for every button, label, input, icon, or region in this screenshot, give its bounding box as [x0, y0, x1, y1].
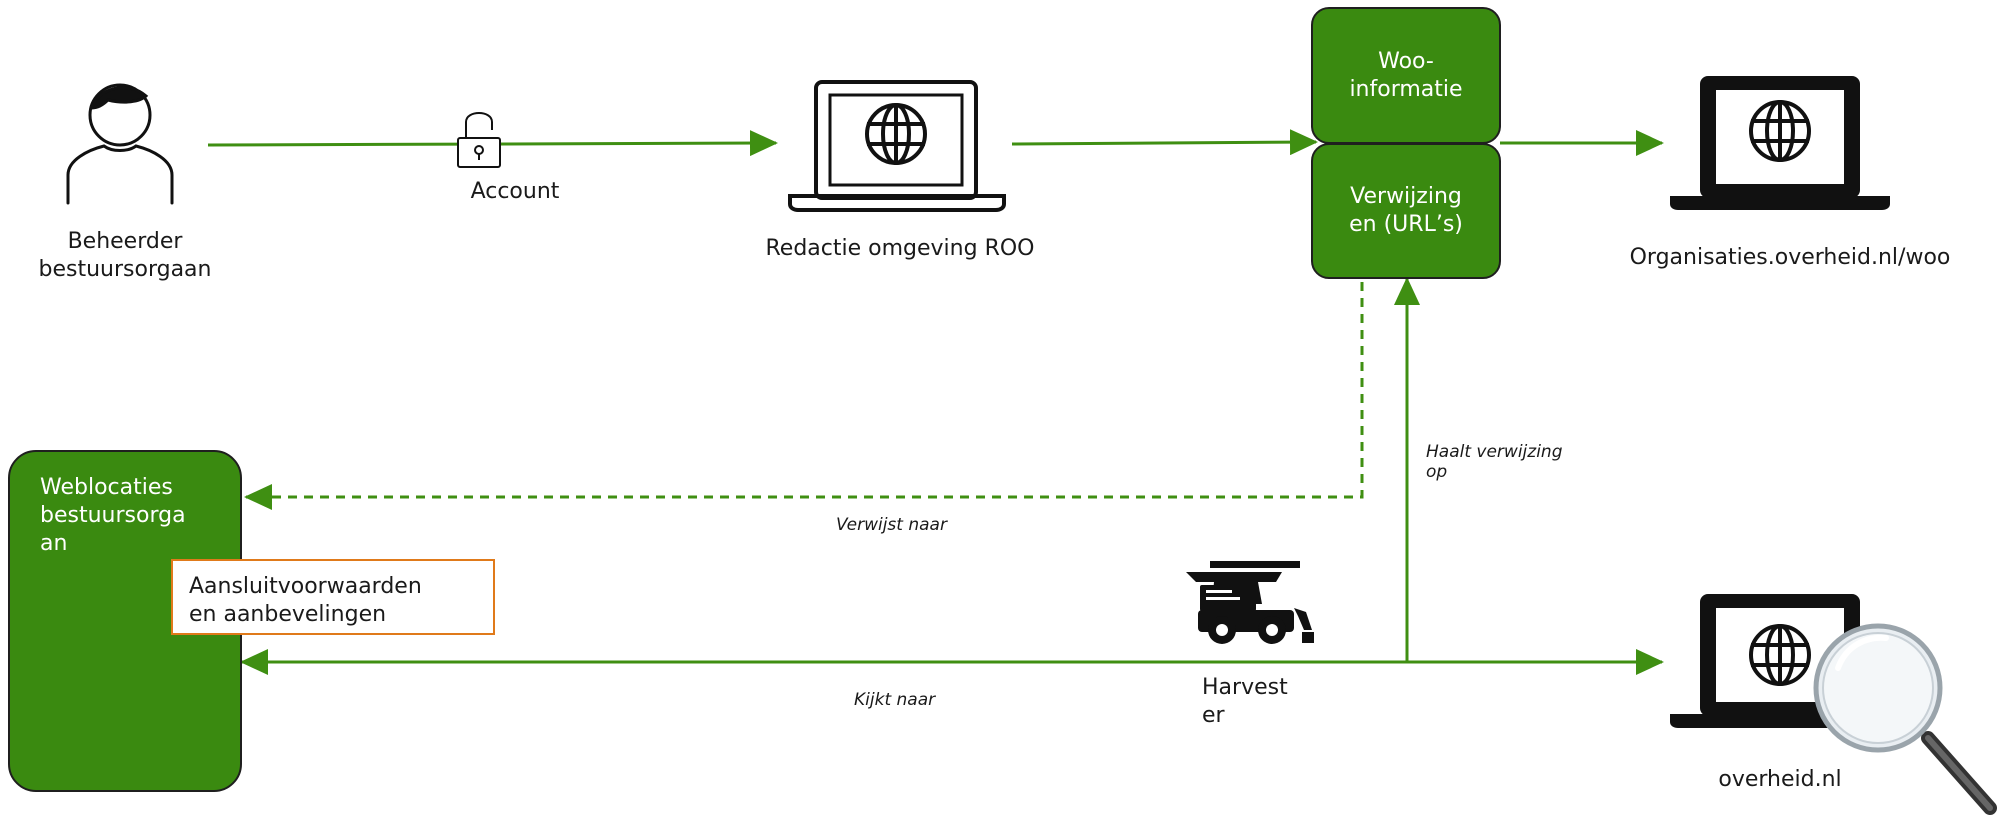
harvester-label: Harvest er [1202, 675, 1288, 728]
editor-label: Redactie omgeving ROO [765, 236, 1035, 261]
person-icon [66, 83, 174, 205]
conditions-box: Aansluitvoorwaarden en aanbevelingen [171, 559, 495, 635]
refers-to-label: Verwijst naar [836, 515, 947, 535]
references-box: Verwijzing en (URL’s) [1311, 143, 1501, 279]
laptop-globe-icon [1670, 76, 1890, 210]
org-site-label: Organisaties.overheid.nl/woo [1629, 245, 1951, 270]
magnifier-icon [1813, 623, 1997, 815]
woo-information-box: Woo- informatie [1311, 7, 1501, 144]
overheid-label: overheid.nl [1718, 767, 1842, 792]
padlock-icon [457, 112, 501, 168]
laptop-globe-icon [788, 80, 1006, 212]
arrow-editor-to-woo [1011, 129, 1318, 156]
arrow-refers-to [244, 282, 1364, 510]
fetch-reference-label: Haalt verwijzing op [1426, 442, 1563, 482]
looks-at-label: Kijkt naar [854, 690, 936, 710]
admin-label: Beheerder bestuursorgaan [38, 229, 212, 282]
weblocations-title: Weblocaties bestuursorga an [40, 475, 186, 556]
account-label: Account [470, 179, 560, 204]
harvester-icon [1186, 561, 1314, 644]
